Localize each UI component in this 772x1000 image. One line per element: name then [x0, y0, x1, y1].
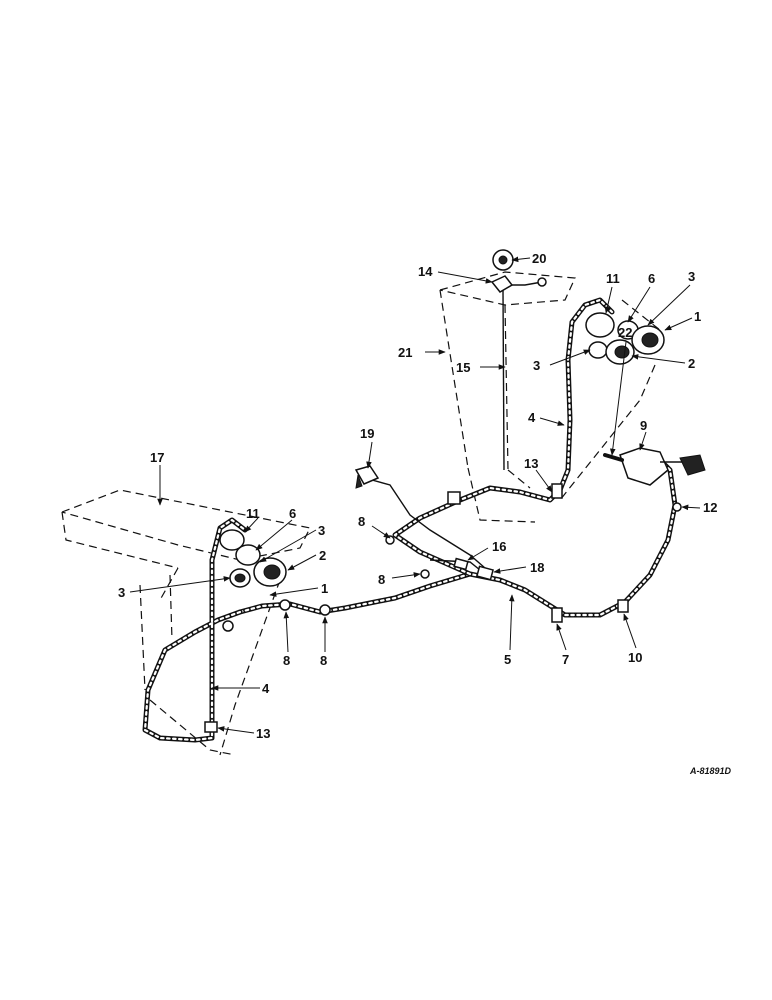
- callout-8: 8: [283, 653, 290, 668]
- callout-17: 17: [150, 450, 164, 465]
- callout-6: 6: [648, 271, 655, 286]
- callout-3: 3: [118, 585, 125, 600]
- callout-11: 11: [606, 271, 620, 286]
- callout-14: 14: [418, 264, 433, 279]
- left-lamp-harness-4: [142, 517, 248, 743]
- callout-13: 13: [256, 726, 270, 741]
- callout-6: 6: [289, 506, 296, 521]
- callout-21: 21: [398, 345, 412, 360]
- thin-wires: [371, 281, 543, 571]
- plug-19: [354, 465, 380, 489]
- callout-10: 10: [628, 650, 642, 665]
- right-lamp-harness-4: [557, 297, 615, 493]
- callout-11: 11: [246, 506, 260, 521]
- callout-4: 4: [528, 410, 536, 425]
- bracket-14: [490, 275, 547, 293]
- callout-4: 4: [262, 681, 270, 696]
- callout-15: 15: [456, 360, 470, 375]
- callout-3: 3: [318, 523, 325, 538]
- callout-7: 7: [562, 652, 569, 667]
- callout-2: 2: [688, 356, 695, 371]
- callout-2: 2: [319, 548, 326, 563]
- callout-22: 22: [618, 325, 632, 340]
- callout-3: 3: [533, 358, 540, 373]
- callout-12: 12: [703, 500, 717, 515]
- callout-8: 8: [358, 514, 365, 529]
- callout-8: 8: [378, 572, 385, 587]
- callout-9: 9: [640, 418, 647, 433]
- connector-9: [619, 447, 706, 486]
- callout-5: 5: [504, 652, 511, 667]
- callout-16: 16: [492, 539, 506, 554]
- callout-1: 1: [321, 581, 328, 596]
- right-fender-outline: [439, 271, 661, 523]
- wire-22: [603, 453, 624, 462]
- callout-18: 18: [530, 560, 544, 575]
- callout-1: 1: [694, 309, 701, 324]
- callout-20: 20: [532, 251, 546, 266]
- left-lamp-assembly: [219, 529, 287, 588]
- callout-3: 3: [688, 269, 695, 284]
- leader-lines: [129, 256, 701, 734]
- right-lamp-assembly: [585, 312, 665, 365]
- figure-code: A-81891D: [689, 766, 732, 776]
- callout-8: 8: [320, 653, 327, 668]
- main-harness-5: [237, 452, 678, 618]
- callout-labels: 20 14 11 6 3 1 21 15 3 2 22 4 9 19 17 13…: [118, 251, 717, 741]
- left-fender-outline: [61, 489, 311, 756]
- switch-20: [492, 249, 514, 271]
- callout-19: 19: [360, 426, 374, 441]
- callout-13: 13: [524, 456, 538, 471]
